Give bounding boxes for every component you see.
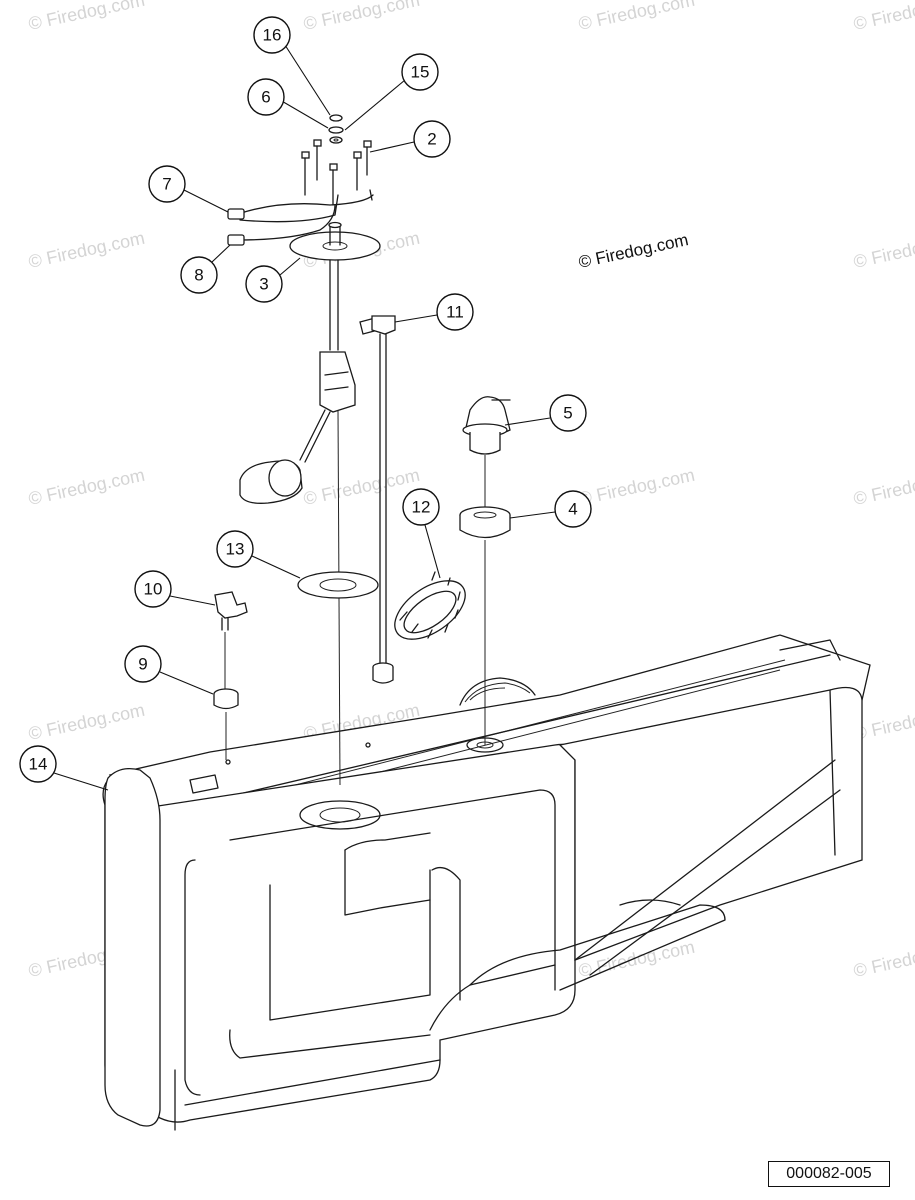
callout-10 xyxy=(134,570,172,608)
callout-7 xyxy=(148,165,186,203)
fuel-sender-assembly xyxy=(239,221,381,786)
callout-13 xyxy=(216,530,254,568)
lock-ring xyxy=(394,571,466,640)
watermark: © Firedog.com xyxy=(577,0,697,34)
callout-5 xyxy=(549,394,587,432)
reference-number: 000082-005 xyxy=(786,1165,872,1182)
grommet xyxy=(459,506,511,745)
wire-harness xyxy=(227,189,374,246)
watermark: © Firedog.com xyxy=(852,0,915,34)
fuel-tank xyxy=(102,634,871,1131)
watermark: © Firedog.com xyxy=(852,465,915,509)
watermark: © Firedog.com xyxy=(302,0,422,34)
callout-8 xyxy=(180,256,218,294)
callout-label: 14 xyxy=(29,755,48,774)
callout-4 xyxy=(554,490,592,528)
callout-16 xyxy=(253,16,291,54)
callout-15 xyxy=(401,53,439,91)
watermark: © Firedog.com xyxy=(27,465,147,509)
callout-label: 5 xyxy=(563,404,572,423)
callout-label: 16 xyxy=(263,26,282,45)
callout-label: 13 xyxy=(226,540,245,559)
callout-9 xyxy=(124,645,162,683)
watermark: © Firedog.com xyxy=(577,465,697,509)
gasket xyxy=(297,571,379,599)
callouts: 16 15 6 2 7 8 3 11 5 12 xyxy=(19,16,592,791)
copyright-label: © Firedog.com xyxy=(577,230,690,272)
callout-6 xyxy=(247,78,285,116)
callout-label: 9 xyxy=(138,655,147,674)
callout-2 xyxy=(413,120,451,158)
small-grommet xyxy=(213,688,239,760)
callout-label: 3 xyxy=(259,275,268,294)
callout-label: 10 xyxy=(144,580,163,599)
watermark: © Firedog.com xyxy=(852,228,915,272)
watermark: © Firedog.com xyxy=(27,700,147,744)
callout-14 xyxy=(19,745,57,783)
callout-12 xyxy=(402,488,440,526)
callout-label: 8 xyxy=(194,266,203,285)
watermark: © Firedog.com xyxy=(27,0,147,34)
callout-3 xyxy=(245,265,283,303)
fasteners xyxy=(301,114,372,206)
watermark: © Firedog.com xyxy=(852,937,915,981)
callout-label: 15 xyxy=(411,63,430,82)
reference-number-box: 000082-005 xyxy=(768,1161,890,1187)
vent-tube xyxy=(359,315,396,684)
callout-label: 6 xyxy=(261,88,270,107)
callout-label: 4 xyxy=(568,500,577,519)
callout-label: 7 xyxy=(162,175,171,194)
callout-label: 2 xyxy=(427,130,436,149)
filler-cap xyxy=(462,396,511,515)
callout-11 xyxy=(436,293,474,331)
watermark: © Firedog.com xyxy=(27,228,147,272)
elbow-fitting xyxy=(214,591,248,690)
callout-label: 12 xyxy=(412,498,431,517)
callout-label: 11 xyxy=(446,303,464,322)
